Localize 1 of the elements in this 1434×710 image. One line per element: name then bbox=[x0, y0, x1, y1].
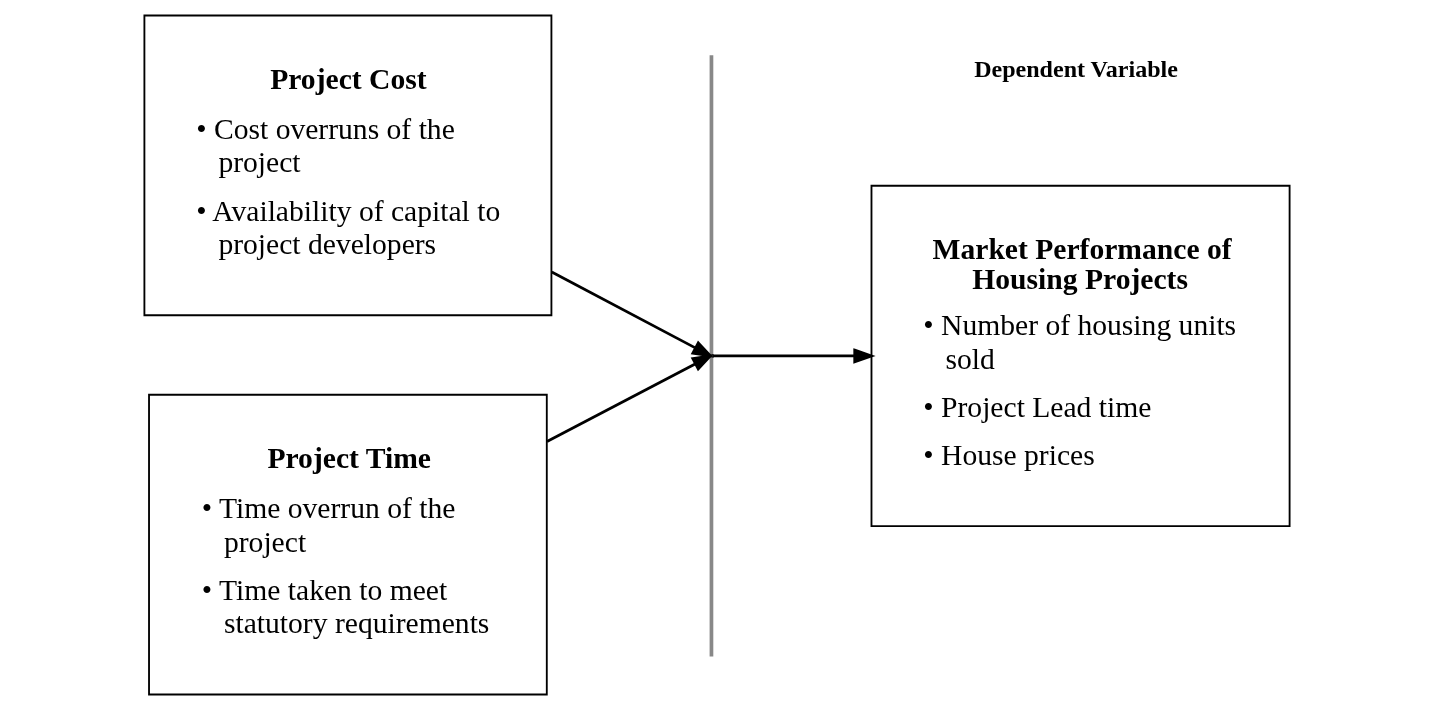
label: Dependent Variable bbox=[974, 56, 1178, 83]
